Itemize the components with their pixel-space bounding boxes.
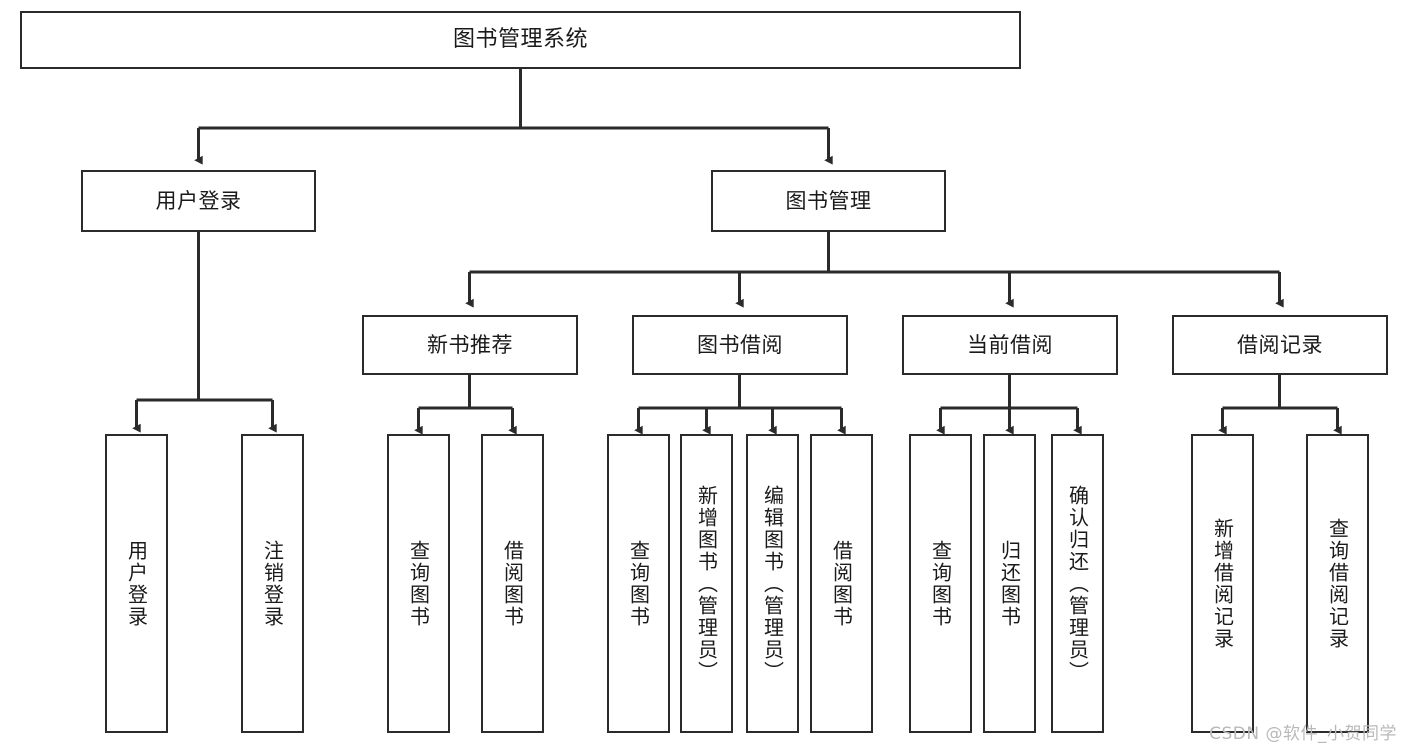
node-leaf-user-logout[interactable]: 注销登录 <box>241 434 304 733</box>
node-label: 借阅图书 <box>829 539 854 628</box>
node-label: 归还图书 <box>997 539 1022 628</box>
node-label: 借阅图书 <box>500 539 525 628</box>
node-label: 查询图书 <box>626 539 651 628</box>
node-label: 图书借阅 <box>697 332 783 357</box>
node-leaf-query-book-current[interactable]: 查询图书 <box>909 434 972 733</box>
node-label: 查询借阅记录 <box>1325 517 1350 650</box>
node-label: 查询图书 <box>406 539 431 628</box>
node-new-book-recommend[interactable]: 新书推荐 <box>362 315 578 375</box>
node-label: 新增借阅记录 <box>1210 517 1235 650</box>
node-label: 新书推荐 <box>427 332 513 357</box>
node-root-system[interactable]: 图书管理系统 <box>20 11 1021 69</box>
node-label: 借阅记录 <box>1237 332 1323 357</box>
node-leaf-confirm-return-admin[interactable]: 确认归还（管理员） <box>1051 434 1104 733</box>
node-label: 确认归还（管理员） <box>1065 484 1090 683</box>
node-label: 图书管理 <box>785 188 872 213</box>
node-leaf-borrow-book[interactable]: 借阅图书 <box>810 434 873 733</box>
node-label: 图书管理系统 <box>452 27 588 53</box>
node-label: 注销登录 <box>260 539 285 628</box>
node-leaf-user-login[interactable]: 用户登录 <box>105 434 168 733</box>
node-label: 用户登录 <box>155 188 242 213</box>
node-user-login[interactable]: 用户登录 <box>81 170 316 232</box>
node-leaf-query-borrow-record[interactable]: 查询借阅记录 <box>1306 434 1369 733</box>
node-leaf-add-borrow-record[interactable]: 新增借阅记录 <box>1191 434 1254 733</box>
node-label: 查询图书 <box>928 539 953 628</box>
node-label: 新增图书（管理员） <box>694 484 719 683</box>
node-label: 编辑图书（管理员） <box>760 484 785 683</box>
node-current-borrow[interactable]: 当前借阅 <box>902 315 1118 375</box>
node-book-borrow[interactable]: 图书借阅 <box>632 315 848 375</box>
node-label: 当前借阅 <box>967 332 1053 357</box>
watermark-text: CSDN @软件_小贺同学 <box>1209 724 1397 744</box>
node-book-management[interactable]: 图书管理 <box>711 170 946 232</box>
node-leaf-return-book[interactable]: 归还图书 <box>983 434 1036 733</box>
node-leaf-query-book-recommend[interactable]: 查询图书 <box>387 434 450 733</box>
node-leaf-edit-book-admin[interactable]: 编辑图书（管理员） <box>746 434 799 733</box>
node-label: 用户登录 <box>124 539 149 628</box>
node-borrow-record[interactable]: 借阅记录 <box>1172 315 1388 375</box>
node-leaf-borrow-book-recommend[interactable]: 借阅图书 <box>481 434 544 733</box>
node-leaf-add-book-admin[interactable]: 新增图书（管理员） <box>680 434 733 733</box>
node-leaf-query-book-borrow[interactable]: 查询图书 <box>607 434 670 733</box>
